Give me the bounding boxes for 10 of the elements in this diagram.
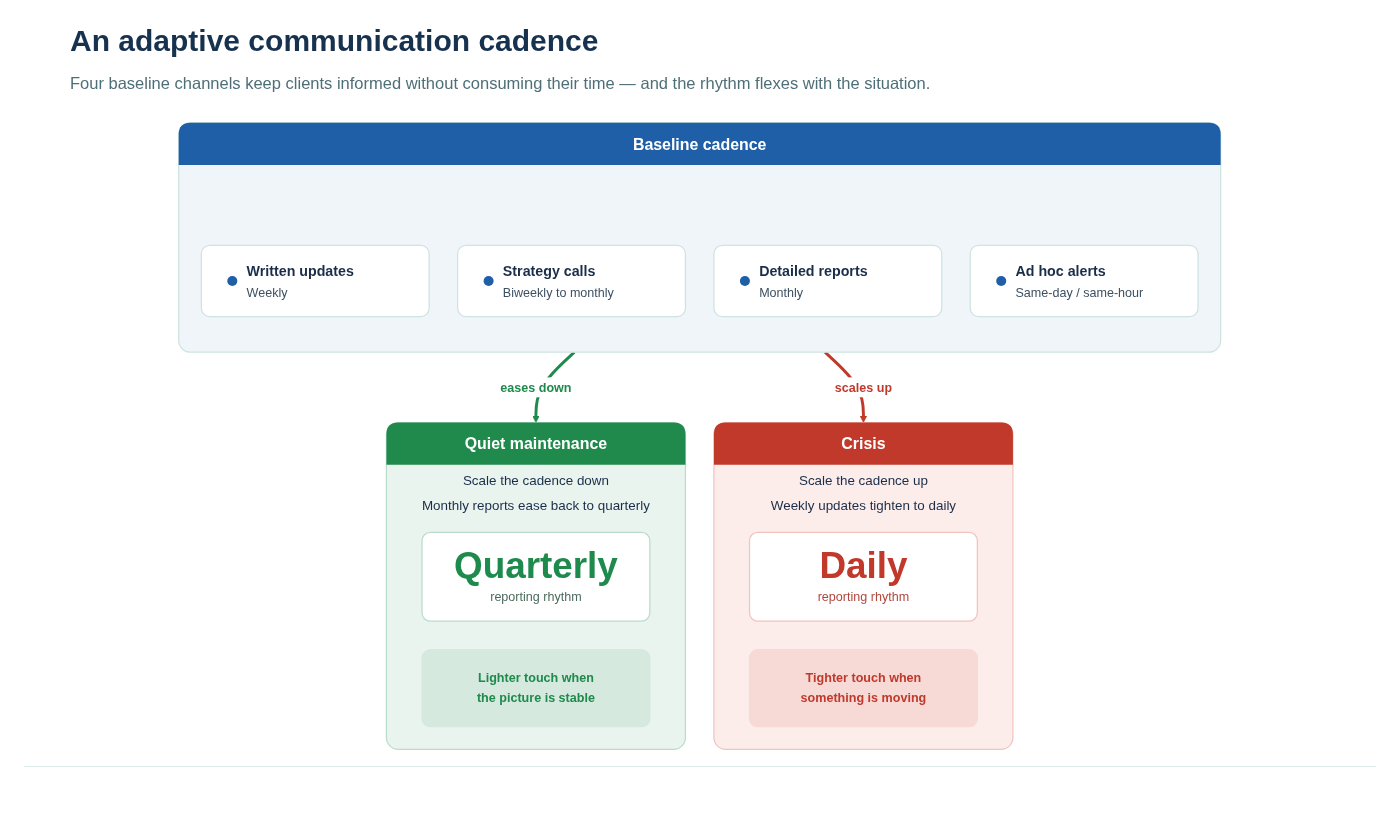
node-box: Strategy calls Biweekly to monthly xyxy=(457,244,687,318)
node-box: Written updates Weekly xyxy=(201,244,431,318)
edge-label: scales up xyxy=(835,379,893,395)
node-box: Ad hoc alerts Same-day / same-hour xyxy=(969,244,1199,318)
node-box: Daily reporting rhythm xyxy=(749,531,979,622)
title: An adaptive communication cadence xyxy=(70,24,599,58)
subtitle: Four baseline channels keep clients informed without consuming their time — and the rhythm flexes with the situation. xyxy=(70,74,931,93)
edge-label: eases down xyxy=(500,379,572,395)
node-box: Detailed reports Monthly xyxy=(713,244,943,318)
node-box: Quarterly reporting rhythm xyxy=(421,531,651,622)
